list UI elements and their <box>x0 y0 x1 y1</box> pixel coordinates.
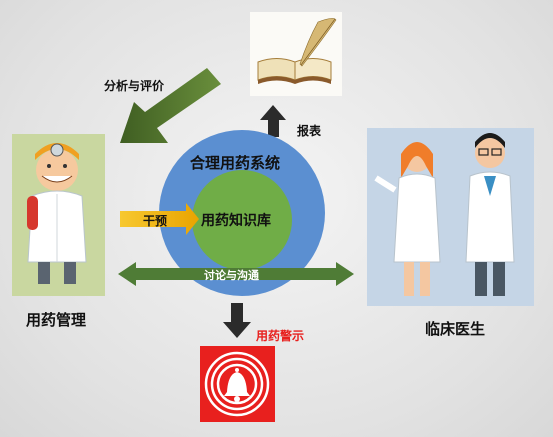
discussion-label: 讨论与沟通 <box>204 269 259 282</box>
warning-label: 用药警示 <box>256 329 305 343</box>
knowledge-label: 用药知识库 <box>201 213 271 229</box>
doctors-label: 临床医生 <box>425 320 486 338</box>
intervention-label: 干预 <box>143 214 168 228</box>
alarm-bell-icon <box>200 346 275 422</box>
analysis-arrow <box>120 68 221 143</box>
knowledge-circle <box>192 170 292 270</box>
report-label: 报表 <box>297 124 322 138</box>
discussion-arrow <box>118 262 354 286</box>
doctors-icon <box>367 128 534 306</box>
pharmacist-icon <box>12 134 105 296</box>
analysis-label: 分析与评价 <box>104 79 165 93</box>
open-book-quill-icon <box>250 12 342 96</box>
warning-arrow <box>223 303 251 338</box>
report-arrow <box>260 105 286 137</box>
system-label: 合理用药系统 <box>190 154 281 172</box>
intervention-arrow <box>120 203 199 235</box>
pharmacy-label: 用药管理 <box>26 311 87 329</box>
